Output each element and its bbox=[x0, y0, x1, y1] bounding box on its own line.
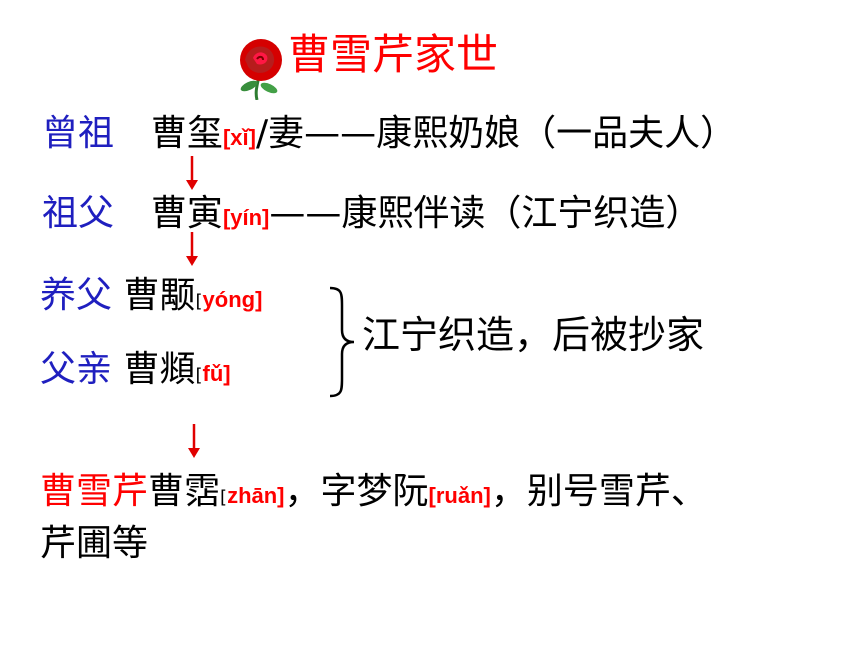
pinyin: [ruǎn] bbox=[428, 483, 491, 508]
line-father: 父亲 曹頫[fǔ] bbox=[40, 352, 231, 388]
role-label: 养父 bbox=[40, 275, 113, 316]
group-note: 江宁织造，后被抄家 bbox=[362, 313, 705, 357]
line-detail: /妻——康熙奶娘（一品夫人） bbox=[255, 113, 737, 154]
rose-icon bbox=[240, 39, 282, 100]
role-label: 曹雪芹 bbox=[40, 471, 149, 512]
arrow-down-icon bbox=[186, 232, 198, 266]
line-detail: ，字梦阮 bbox=[284, 471, 429, 512]
person-name: 曹霑 bbox=[148, 471, 221, 512]
role-label: 曾祖 bbox=[42, 113, 115, 154]
role-label: 父亲 bbox=[40, 349, 113, 390]
person-name: 曹頫 bbox=[123, 349, 196, 390]
line-cao-xueqin-cont: 芹圃等 bbox=[40, 523, 149, 564]
line-detail: ——康熙伴读（江宁织造） bbox=[269, 193, 702, 234]
brace-icon bbox=[329, 286, 355, 398]
line-great-grandfather: 曾祖 曹玺[xǐ]/妻——康熙奶娘（一品夫人） bbox=[42, 116, 736, 152]
role-label: 祖父 bbox=[42, 193, 115, 234]
person-name: 曹玺 bbox=[150, 113, 223, 154]
pinyin: [xǐ] bbox=[222, 125, 256, 150]
arrow-down-icon bbox=[186, 156, 198, 190]
arrow-down-icon bbox=[188, 424, 200, 458]
line-cao-xueqin: 曹雪芹曹霑[zhān]，字梦阮[ruǎn]，别号雪芹、 bbox=[40, 474, 707, 510]
pinyin: [yín] bbox=[222, 205, 270, 230]
pinyin: yóng] bbox=[202, 287, 263, 312]
bracket: [ bbox=[195, 291, 203, 312]
pinyin: zhān] bbox=[227, 483, 285, 508]
bracket: [ bbox=[195, 365, 203, 386]
bracket: [ bbox=[220, 487, 228, 508]
line-detail: ，别号雪芹、 bbox=[490, 471, 707, 512]
page-title: 曹雪芹家世 bbox=[288, 30, 499, 79]
line-grandfather: 祖父 曹寅[yín]——康熙伴读（江宁织造） bbox=[42, 196, 701, 232]
person-name: 曹颙 bbox=[123, 275, 196, 316]
line-adoptive-father: 养父 曹颙[yóng] bbox=[40, 278, 262, 314]
person-name: 曹寅 bbox=[150, 193, 223, 234]
pinyin: fǔ] bbox=[202, 361, 231, 386]
